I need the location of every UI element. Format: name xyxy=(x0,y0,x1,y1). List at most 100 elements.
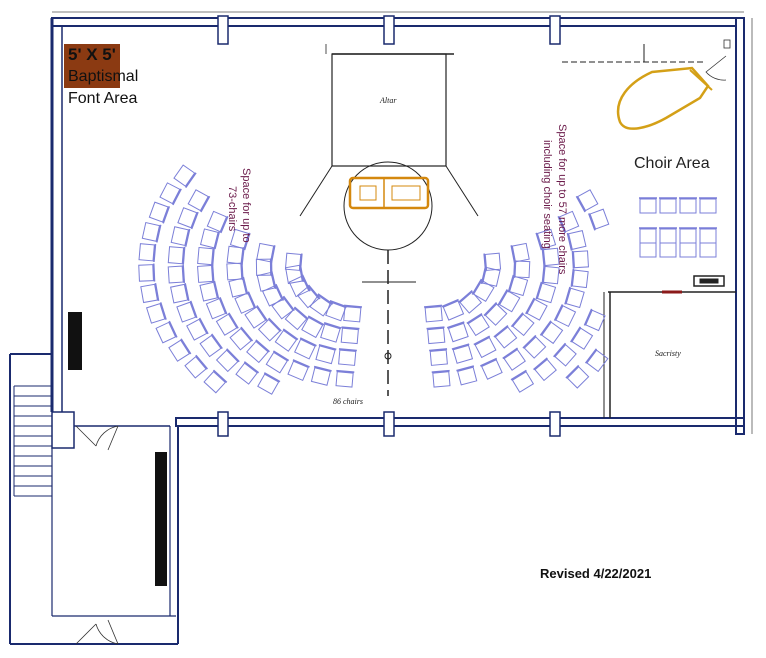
chair xyxy=(141,221,162,243)
chair xyxy=(229,228,251,251)
wall-post xyxy=(383,411,395,437)
choir-boundary xyxy=(562,44,736,418)
door-swing-icon xyxy=(75,425,119,645)
chair xyxy=(533,357,557,382)
chair xyxy=(138,243,157,263)
chair xyxy=(446,321,469,343)
choir-chair xyxy=(659,242,677,258)
choir-chair xyxy=(639,227,657,244)
chair xyxy=(246,339,270,364)
chair xyxy=(535,228,557,251)
chair xyxy=(583,308,606,332)
chair xyxy=(173,164,197,189)
chair xyxy=(571,250,589,269)
chair xyxy=(507,274,529,297)
chair xyxy=(203,369,228,394)
altar-label: Altar xyxy=(380,96,397,105)
chair xyxy=(338,348,357,366)
chair xyxy=(451,343,474,364)
chair xyxy=(510,312,535,337)
chair xyxy=(458,289,483,314)
chair xyxy=(522,334,547,359)
chair xyxy=(145,302,167,324)
chair xyxy=(535,281,557,304)
chair xyxy=(197,246,215,266)
chair xyxy=(473,335,497,359)
chair xyxy=(510,242,530,264)
chair xyxy=(184,354,209,379)
chair xyxy=(565,364,590,389)
chair xyxy=(168,338,192,362)
right-wall xyxy=(735,17,745,435)
chair xyxy=(423,304,443,323)
chair xyxy=(159,182,182,206)
chair xyxy=(483,302,508,326)
chair xyxy=(257,317,282,342)
chair xyxy=(588,208,610,231)
choir-chair xyxy=(639,242,657,258)
chair xyxy=(301,315,325,339)
baptismal-font-area xyxy=(64,44,120,88)
chair xyxy=(553,304,577,328)
chair xyxy=(541,247,560,267)
chair xyxy=(296,284,321,309)
chair xyxy=(564,286,585,309)
chair xyxy=(206,210,229,234)
chair xyxy=(340,326,360,345)
piano-icon xyxy=(617,66,713,130)
chair xyxy=(539,320,564,345)
chair xyxy=(426,326,446,345)
chair xyxy=(287,359,310,382)
chair xyxy=(557,210,580,234)
chair xyxy=(431,369,451,388)
chair xyxy=(199,280,220,302)
choir-area-label: Choir Area xyxy=(634,155,710,172)
choir-chair xyxy=(659,197,677,214)
walls xyxy=(9,11,753,645)
chair xyxy=(215,312,239,336)
chair xyxy=(483,252,502,272)
chair xyxy=(234,291,257,314)
chair xyxy=(480,357,503,380)
door-swing-icon xyxy=(705,39,731,81)
chair xyxy=(244,305,268,329)
chair xyxy=(566,230,587,251)
revised-date: Revised 4/22/2021 xyxy=(540,566,652,581)
chair xyxy=(226,261,244,281)
chair xyxy=(441,298,465,321)
wall-post xyxy=(549,411,561,437)
stair-icon xyxy=(13,385,52,497)
chair xyxy=(466,313,490,337)
chair xyxy=(284,252,303,272)
choir-chair xyxy=(679,197,697,214)
altar-table-icon xyxy=(348,176,430,210)
chair xyxy=(187,189,211,213)
bottom-wall xyxy=(175,417,745,427)
chair xyxy=(513,259,531,279)
left-seating-note-count: 73-chairs xyxy=(226,186,238,232)
chair xyxy=(229,326,254,351)
chair xyxy=(155,320,178,344)
chair xyxy=(215,348,240,373)
chair xyxy=(294,337,317,360)
chair xyxy=(570,326,594,350)
chair xyxy=(140,283,160,304)
wall-post xyxy=(383,15,395,45)
choir-chair xyxy=(679,242,697,258)
altar-platform xyxy=(299,44,479,396)
seating-chairs xyxy=(138,164,610,395)
chair xyxy=(176,300,198,323)
chair xyxy=(262,283,285,307)
chair xyxy=(335,369,355,388)
chair xyxy=(265,350,290,374)
chair xyxy=(553,342,577,367)
wall-post xyxy=(549,15,561,45)
chair xyxy=(138,263,156,282)
choir-chair-rows xyxy=(639,197,717,258)
chair xyxy=(456,365,478,386)
chair xyxy=(256,271,277,292)
chair xyxy=(320,322,342,343)
font-area-label: Baptismal xyxy=(68,68,139,85)
sacristy-label: Sacristy xyxy=(655,349,681,358)
